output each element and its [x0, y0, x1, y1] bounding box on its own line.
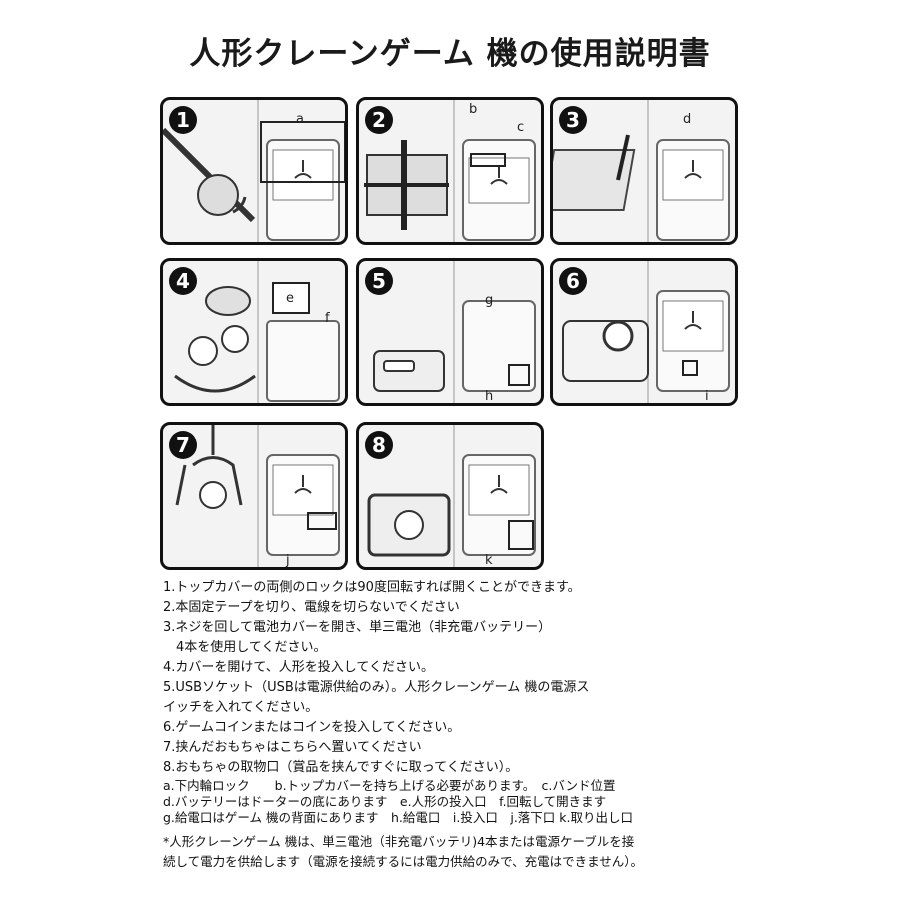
- note-line: 続して電力を供給します（電源を接続するには電力供給のみで、充電はできません）。: [163, 854, 644, 869]
- step-7-panel: 7 j: [160, 422, 348, 570]
- page-title: 人形クレーンゲーム 機の使用説明書: [189, 36, 711, 72]
- step-5-illustration: [373, 261, 536, 403]
- instruction-line: 2.本固定テープを切り、電線を切らないでください: [163, 600, 460, 615]
- label-a: a: [296, 112, 304, 127]
- step-number: 5: [365, 267, 393, 295]
- instruction-line: 4本を使用してください。: [163, 640, 327, 655]
- label-b: b: [469, 102, 478, 117]
- step-number: 2: [365, 106, 393, 134]
- step-5-panel: 5 g h: [356, 258, 544, 406]
- step-1-panel: 1 a: [160, 97, 348, 245]
- label-k: k: [485, 553, 493, 568]
- step-8-illustration: [367, 425, 536, 567]
- instruction-line: 3.ネジを回して電池カバーを開き、単三電池（非充電バッテリー）: [163, 620, 552, 635]
- step-number: 8: [365, 431, 393, 459]
- step-8-panel: 8 k: [356, 422, 544, 570]
- step-number: 4: [169, 267, 197, 295]
- step-number: 1: [169, 106, 197, 134]
- instruction-line: 5.USBソケット（USBは電源供給のみ）。人形クレーンゲーム 機の電源ス: [163, 680, 590, 695]
- label-i: i: [705, 389, 709, 404]
- step-4-illustration: [174, 261, 340, 403]
- instruction-line: イッチを入れてください。: [163, 700, 319, 715]
- legend-line: d.バッテリーはドーターの底にあります e.人形の投入口 f.回転して開きます: [163, 794, 607, 809]
- step-6-illustration: [562, 261, 730, 403]
- label-d: d: [683, 112, 692, 127]
- step-7-illustration: [175, 425, 340, 567]
- note-line: *人形クレーンゲーム 機は、単三電池（非充電バッテリ)4本または電源ケーブルを接: [163, 834, 635, 849]
- legend-line: a.下内輪ロック b.トップカバーを持ち上げる必要があります。 c.バンド位置: [163, 778, 616, 793]
- instruction-line: 4.カバーを開けて、人形を投入してください。: [163, 660, 434, 675]
- label-g: g: [485, 293, 494, 308]
- step-4-panel: 4 e f: [160, 258, 348, 406]
- legend-line: g.給電口はゲーム 機の背面にあります h.給電口 i.投入口 j.落下口 k.…: [163, 810, 633, 825]
- label-f: f: [325, 311, 330, 326]
- step-2-panel: 2 b c: [356, 97, 544, 245]
- step-1-illustration: [163, 100, 345, 242]
- step-number: 6: [559, 267, 587, 295]
- label-e: e: [286, 291, 294, 306]
- label-c: c: [517, 120, 525, 135]
- instruction-line: 6.ゲームコインまたはコインを投入してください。: [163, 720, 461, 735]
- instructions-list: 1.トップカバーの両側のロックは90度回転すれば開くことができます。 2.本固定…: [163, 578, 763, 826]
- step-2-illustration: [364, 100, 536, 242]
- instruction-line: 7.挟んだおもちゃはこちらへ置いてください: [163, 740, 422, 755]
- step-6-panel: 6 i: [550, 258, 738, 406]
- label-j: j: [286, 553, 290, 568]
- power-note: *人形クレーンゲーム 機は、単三電池（非充電バッテリ)4本または電源ケーブルを接…: [163, 832, 763, 872]
- instruction-line: 1.トップカバーの両側のロックは90度回転すれば開くことができます。: [163, 580, 581, 595]
- step-3-panel: 3 d: [550, 97, 738, 245]
- instruction-line: 8.おもちゃの取物口（賞品を挟んですぐに取ってください）。: [163, 760, 519, 775]
- label-h: h: [485, 389, 494, 404]
- step-number: 7: [169, 431, 197, 459]
- step-number: 3: [559, 106, 587, 134]
- step-3-illustration: [553, 100, 730, 242]
